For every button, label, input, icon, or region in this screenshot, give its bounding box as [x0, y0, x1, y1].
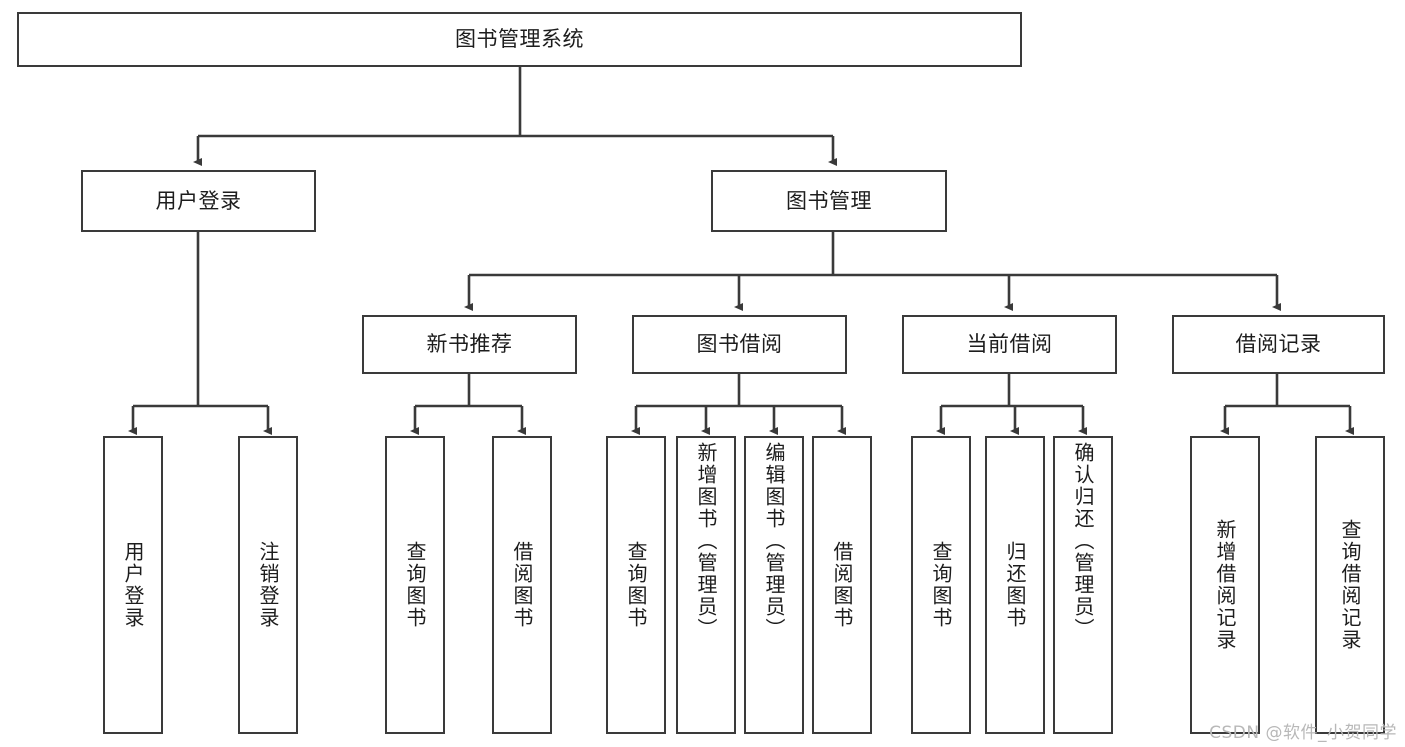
- node-label: 图书管理: [786, 188, 872, 213]
- node-label: 归还图书: [1003, 541, 1027, 629]
- node-label: 当前借阅: [966, 332, 1053, 357]
- node-label: 确认归还（管理员）: [1071, 442, 1095, 640]
- node-label: 用户登录: [121, 541, 145, 629]
- node-leaf-query-borrow-record[interactable]: 查询借阅记录: [1315, 436, 1385, 734]
- node-leaf-borrow-book-recommend[interactable]: 借阅图书: [492, 436, 552, 734]
- node-leaf-query-book-recommend[interactable]: 查询图书: [385, 436, 445, 734]
- node-label: 借阅图书: [510, 541, 534, 629]
- node-label: 查询图书: [403, 541, 427, 629]
- node-user-login[interactable]: 用户登录: [81, 170, 316, 232]
- node-label: 新书推荐: [426, 332, 513, 357]
- node-label: 图书管理系统: [455, 27, 584, 52]
- node-leaf-user-login[interactable]: 用户登录: [103, 436, 163, 734]
- node-leaf-query-book-borrow[interactable]: 查询图书: [606, 436, 666, 734]
- node-label: 用户登录: [155, 188, 242, 213]
- node-book-management[interactable]: 图书管理: [711, 170, 947, 232]
- node-leaf-return-book[interactable]: 归还图书: [985, 436, 1045, 734]
- node-leaf-edit-book-admin[interactable]: 编辑图书（管理员）: [744, 436, 804, 734]
- node-label: 查询图书: [624, 541, 648, 629]
- node-label: 注销登录: [256, 541, 280, 629]
- node-label: 借阅图书: [830, 541, 854, 629]
- node-book-borrow[interactable]: 图书借阅: [632, 315, 847, 374]
- node-label: 新增图书（管理员）: [694, 442, 718, 640]
- node-leaf-logout[interactable]: 注销登录: [238, 436, 298, 734]
- node-leaf-add-book-admin[interactable]: 新增图书（管理员）: [676, 436, 736, 734]
- node-current-borrow[interactable]: 当前借阅: [902, 315, 1117, 374]
- node-leaf-borrow-book[interactable]: 借阅图书: [812, 436, 872, 734]
- node-leaf-confirm-return-admin[interactable]: 确认归还（管理员）: [1053, 436, 1113, 734]
- watermark-text: CSDN @软件_小贺同学: [1209, 723, 1397, 743]
- node-new-book-recommend[interactable]: 新书推荐: [362, 315, 577, 374]
- node-label: 借阅记录: [1235, 332, 1322, 357]
- node-label: 查询借阅记录: [1338, 519, 1362, 651]
- node-label: 编辑图书（管理员）: [762, 442, 786, 640]
- node-root-book-management-system[interactable]: 图书管理系统: [17, 12, 1022, 67]
- node-label: 查询图书: [929, 541, 953, 629]
- node-leaf-query-book-current[interactable]: 查询图书: [911, 436, 971, 734]
- node-label: 图书借阅: [696, 332, 783, 357]
- node-borrow-record[interactable]: 借阅记录: [1172, 315, 1385, 374]
- node-label: 新增借阅记录: [1213, 519, 1237, 651]
- node-leaf-add-borrow-record[interactable]: 新增借阅记录: [1190, 436, 1260, 734]
